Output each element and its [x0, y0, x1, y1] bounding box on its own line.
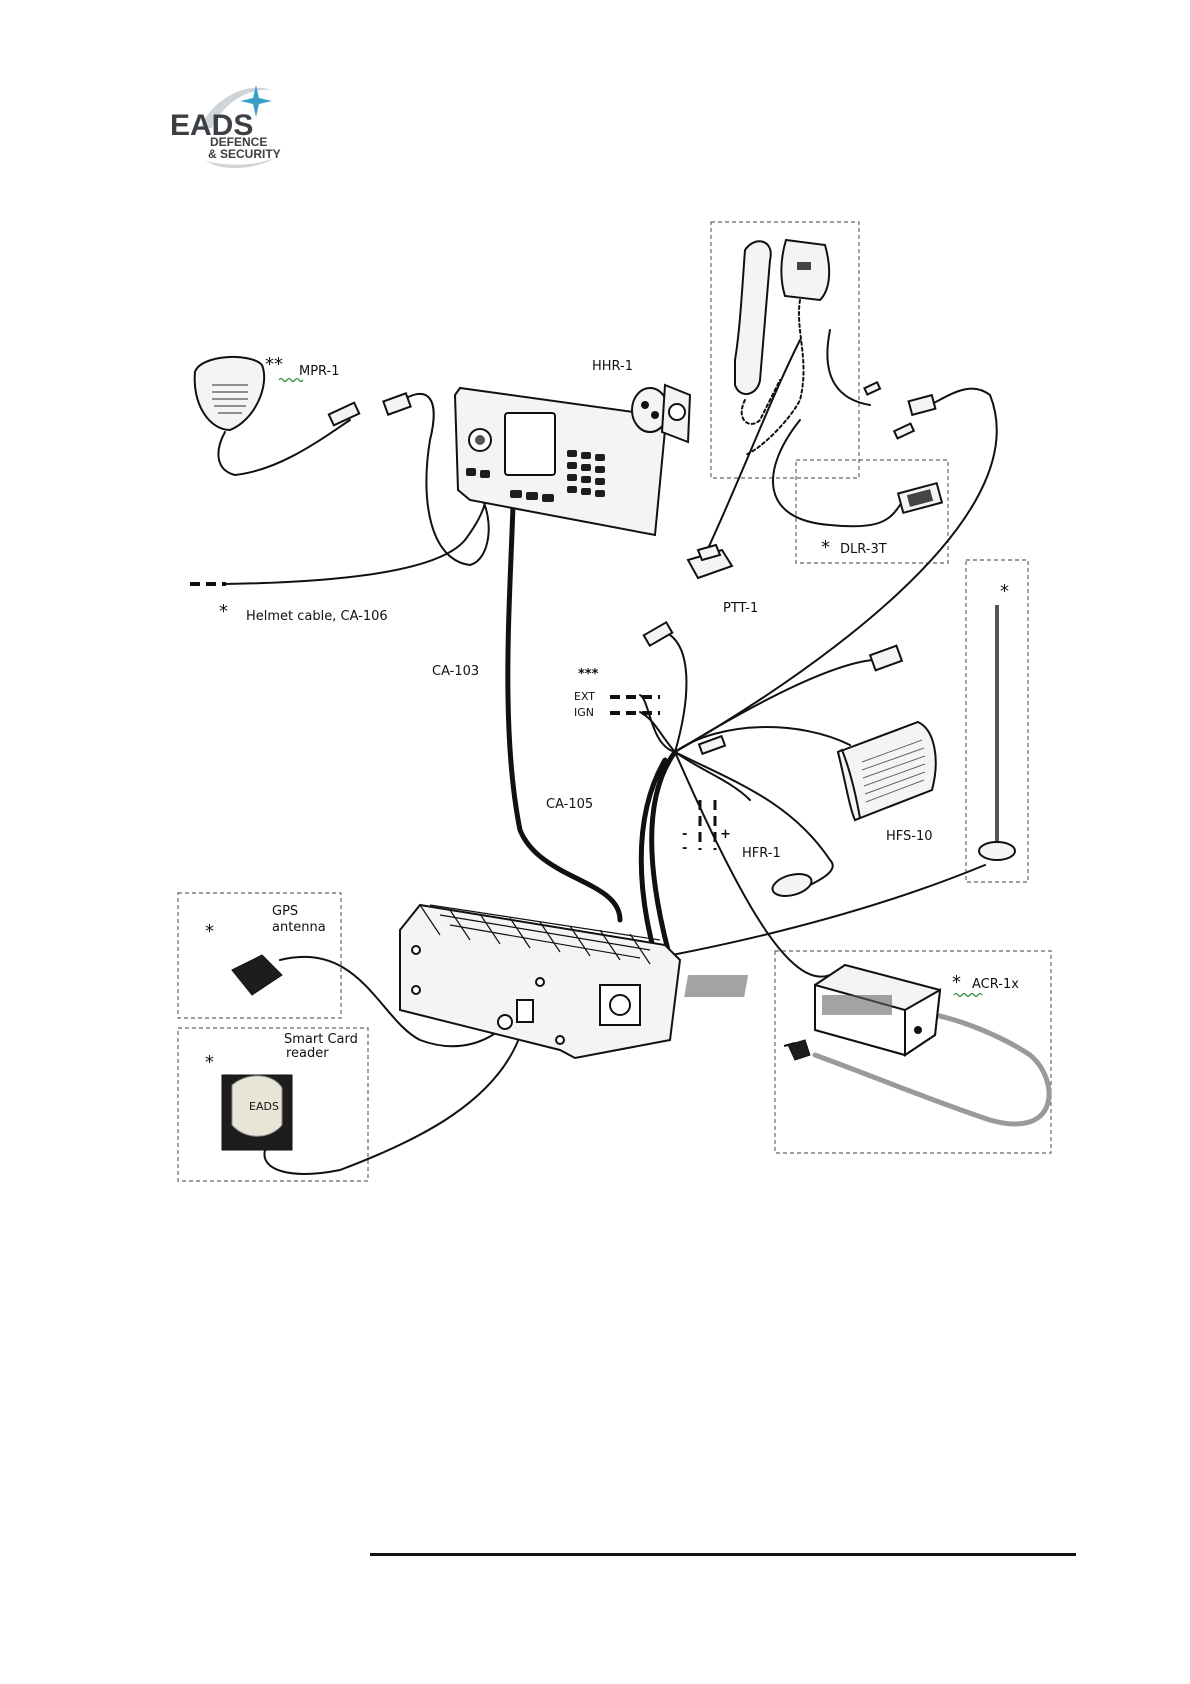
- minus-label-1: -: [682, 827, 687, 842]
- gps-antenna-icon: [232, 955, 282, 995]
- gps-label-2: antenna: [272, 920, 326, 935]
- minus-label-2: -: [682, 841, 687, 856]
- hfs-label: HFS-10: [886, 829, 933, 844]
- eads-logo: EADS DEFENCE & SECURITY: [170, 85, 281, 168]
- card-brand-text: EADS: [249, 1100, 279, 1113]
- dlr-star: *: [821, 537, 830, 558]
- charger-icon: [684, 965, 940, 1060]
- triple-star-label: ***: [578, 667, 599, 682]
- smartcard-label: Smart Card: [284, 1032, 358, 1047]
- ca103-label: CA-103: [432, 664, 479, 679]
- speaker-icon: [838, 722, 936, 820]
- smart-card-reader-icon: EADS: [222, 1075, 292, 1150]
- acr-label: ACR-1x: [972, 977, 1019, 992]
- antenna-icon: [979, 605, 1015, 860]
- plus-label: +: [720, 827, 731, 842]
- ptt-label: PTT-1: [723, 601, 758, 616]
- hfr-remote-icon: [770, 870, 814, 900]
- ext-label: EXT: [574, 690, 595, 703]
- mpr-mark: **: [265, 354, 283, 375]
- footer-rule: [370, 1553, 1076, 1556]
- harness-connectors: [644, 622, 902, 753]
- antenna-star: *: [1000, 581, 1009, 602]
- helmet-star: *: [219, 601, 228, 622]
- smartcard-star: *: [205, 1052, 214, 1073]
- gps-star: *: [205, 921, 214, 942]
- handset-icon: [735, 240, 935, 455]
- dlr-connector-icon: [898, 483, 942, 513]
- helmet-label: Helmet cable, CA-106: [246, 609, 388, 624]
- acr-squiggle: [954, 994, 982, 997]
- smartcard-label-2: reader: [286, 1046, 329, 1061]
- acr-star: *: [952, 972, 961, 993]
- gps-group-box: [178, 893, 341, 1018]
- logo-line2-text: & SECURITY: [208, 147, 281, 161]
- dlr-label: DLR-3T: [840, 542, 887, 557]
- hhr-label: HHR-1: [592, 359, 633, 374]
- gps-label: GPS: [272, 904, 298, 919]
- hfr-label: HFR-1: [742, 846, 781, 861]
- mpr-label: MPR-1: [299, 364, 340, 379]
- ca105-label: CA-105: [546, 797, 593, 812]
- ign-label: IGN: [574, 706, 594, 719]
- ptt-switch-icon: [688, 545, 732, 578]
- radio-unit-icon: [400, 905, 680, 1058]
